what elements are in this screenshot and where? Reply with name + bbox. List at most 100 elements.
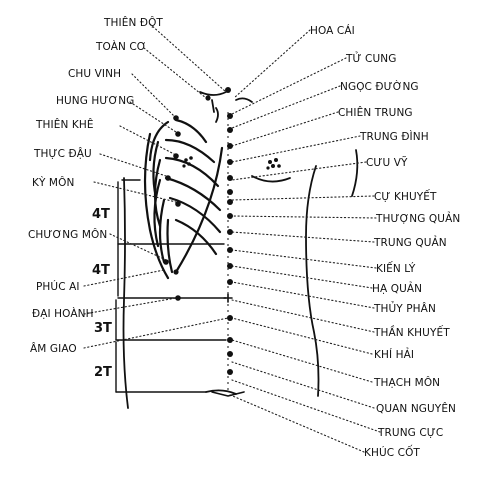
label-toan-co: TOÀN CƠ bbox=[95, 40, 147, 53]
right-breast-edge bbox=[351, 149, 359, 197]
point-quan-nguyen bbox=[227, 351, 233, 357]
leader-cuu-vy bbox=[231, 161, 367, 181]
umbilicus-mark bbox=[223, 293, 233, 303]
rib-6b bbox=[174, 218, 218, 256]
label-trung-cuc: TRUNG CỰC bbox=[377, 427, 443, 439]
label-ha-quan: HẠ QUẢN bbox=[372, 281, 422, 295]
label-ky-mon: KỲ MÔN bbox=[32, 176, 74, 189]
leader-hoa-cai bbox=[233, 29, 311, 99]
umbilicus bbox=[211, 293, 245, 397]
point-hung-huong bbox=[175, 131, 181, 137]
label-kien-ly: KIẾN LÝ bbox=[376, 261, 416, 275]
label-thuong-quan: THƯỢNG QUẢN bbox=[375, 211, 460, 225]
point-tu-cung bbox=[227, 127, 233, 133]
leader-chien-trung bbox=[231, 111, 339, 147]
label-chien-trung: CHIÊN TRUNG bbox=[338, 106, 413, 119]
leader-thuong-quan bbox=[231, 215, 377, 219]
label-am-giao: ÂM GIAO bbox=[30, 342, 77, 355]
leader-chuong-mon bbox=[109, 233, 167, 261]
measure-labels: 4T 4T 3T 2T bbox=[92, 207, 112, 380]
point-chuong-mon bbox=[163, 259, 169, 265]
clavicle-right bbox=[235, 97, 253, 103]
rib-5 bbox=[158, 198, 166, 264]
label-thach-mon: THẠCH MÔN bbox=[373, 376, 440, 389]
point-trung-dinh bbox=[227, 175, 233, 181]
point-chien-trung bbox=[227, 159, 233, 165]
label-phuc-ai: PHÚC AI bbox=[36, 280, 80, 293]
left-flank bbox=[122, 177, 129, 409]
rib-2b bbox=[164, 138, 216, 164]
measure-3t: 3T bbox=[94, 321, 112, 336]
point-thien-dot bbox=[225, 87, 231, 93]
point-thien-khe bbox=[173, 153, 179, 159]
leader-thien-dot bbox=[149, 23, 227, 93]
point-thuy-phan bbox=[227, 279, 233, 285]
nipple-left bbox=[182, 156, 193, 168]
label-tu-cung: TỬ CUNG bbox=[345, 51, 396, 65]
rib-4b bbox=[164, 176, 222, 212]
rib-outer bbox=[143, 132, 170, 280]
point-ngoc-duong bbox=[227, 143, 233, 149]
label-cu-khuyet: CỰ KHUYẾT bbox=[374, 189, 437, 203]
label-thuc-dau: THỰC ĐẬU bbox=[33, 147, 92, 160]
point-thuong-quan bbox=[227, 213, 233, 219]
label-trung-quan: TRUNG QUẢN bbox=[373, 235, 447, 249]
leader-ngoc-duong bbox=[231, 85, 341, 129]
point-dai-hoanh bbox=[175, 295, 181, 301]
rib-6 bbox=[166, 218, 174, 274]
leader-trung-quan bbox=[231, 231, 375, 243]
rib-4 bbox=[153, 178, 162, 248]
leader-chu-vinh bbox=[131, 73, 175, 117]
point-cu-khuyet bbox=[227, 199, 233, 205]
point-toan-co bbox=[205, 95, 211, 101]
leader-hung-huong bbox=[129, 101, 177, 133]
label-quan-nguyen: QUAN NGUYÊN bbox=[376, 402, 456, 415]
right-flank bbox=[305, 165, 320, 397]
costal-margin bbox=[174, 146, 224, 274]
label-hoa-cai: HOA CÁI bbox=[310, 24, 355, 37]
leader-ha-quan bbox=[231, 265, 373, 289]
leader-cu-khuyet bbox=[231, 195, 375, 201]
leader-quan-nguyen bbox=[231, 361, 375, 409]
measure-4t-upper: 4T bbox=[92, 207, 110, 222]
leader-toan-co bbox=[143, 47, 207, 99]
leader-phuc-ai bbox=[83, 269, 165, 287]
label-chuong-mon: CHƯƠNG MÔN bbox=[28, 228, 107, 241]
leader-trung-dinh bbox=[231, 135, 361, 163]
nipple-right bbox=[266, 158, 281, 170]
point-khi-hai bbox=[227, 315, 233, 321]
label-thien-dot: THIÊN ĐỘT bbox=[103, 16, 163, 29]
leader-than-khuyet bbox=[231, 299, 375, 333]
point-phuc-ai bbox=[173, 269, 179, 275]
jugular-notch bbox=[199, 91, 227, 96]
point-thach-mon bbox=[227, 337, 233, 343]
leader-lines bbox=[83, 23, 381, 453]
brackets bbox=[115, 179, 227, 393]
rib-3b bbox=[164, 156, 220, 188]
point-kien-ly bbox=[227, 247, 233, 253]
left-labels: THIÊN ĐỘT TOÀN CƠ CHU VINH HUNG HƯƠNG TH… bbox=[28, 16, 163, 355]
right-breast-curve bbox=[251, 175, 291, 183]
point-thuc-dau bbox=[165, 175, 171, 181]
leader-kien-ly bbox=[231, 249, 377, 269]
point-trung-quan bbox=[227, 229, 233, 235]
acupoints bbox=[163, 87, 281, 375]
point-hoa-cai bbox=[227, 113, 233, 119]
leader-trung-cuc bbox=[231, 379, 381, 433]
label-ngoc-duong: NGỌC ĐƯỜNG bbox=[340, 80, 419, 93]
label-cuu-vy: CƯU VỸ bbox=[366, 156, 408, 169]
label-dai-hoanh: ĐẠI HOÀNH bbox=[32, 307, 94, 320]
point-cuu-vy bbox=[227, 189, 233, 195]
label-hung-huong: HUNG HƯƠNG bbox=[56, 95, 134, 107]
leader-khuc-cot bbox=[227, 393, 365, 453]
measure-4t-lower: 4T bbox=[92, 263, 110, 278]
rib-5b bbox=[168, 196, 222, 234]
point-trung-cuc bbox=[227, 369, 233, 375]
leader-ky-mon bbox=[93, 181, 177, 203]
point-chu-vinh bbox=[173, 115, 179, 121]
rib-1 bbox=[148, 120, 170, 162]
rib-1b bbox=[174, 118, 208, 144]
leader-thien-khe bbox=[119, 125, 175, 155]
